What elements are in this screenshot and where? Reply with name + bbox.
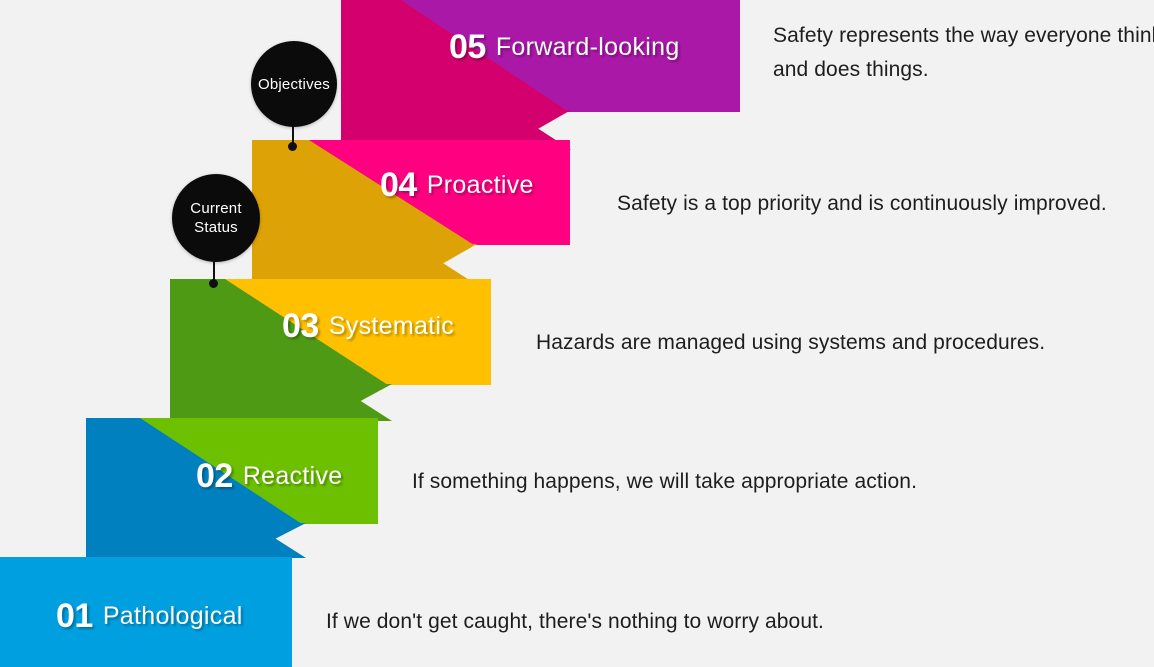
step-04-spill <box>252 244 477 284</box>
badge-objectives[interactable]: Objectives <box>251 41 337 127</box>
step-04-diagonal <box>252 140 474 245</box>
objectives-stem <box>292 118 294 146</box>
step-03-spill <box>170 384 392 422</box>
step-04-description: Safety is a top priority and is continuo… <box>617 192 1107 215</box>
step-01[interactable]: 01 Pathological <box>0 557 300 667</box>
step-02-diagonal <box>86 418 302 524</box>
step-01-shape <box>0 557 292 667</box>
current-status-stem <box>213 252 215 282</box>
badge-current-status-label: Current Status <box>190 200 242 236</box>
step-03-description: Hazards are managed using systems and pr… <box>536 331 1046 354</box>
step-02-description: If something happens, we will take appro… <box>412 470 918 493</box>
step-01-band <box>0 557 292 667</box>
step-03-diagonal <box>170 279 388 385</box>
step-05-diagonal <box>341 0 569 112</box>
step-02-spill <box>86 523 306 559</box>
step-01-description: If we don't get caught, there's nothing … <box>326 610 824 633</box>
objectives-dot <box>288 142 297 151</box>
badge-current-status[interactable]: Current Status <box>172 174 260 262</box>
step-05-description: Safety represents the way everyone think… <box>773 24 1154 81</box>
current-status-dot <box>209 279 218 288</box>
badge-objectives-label: Objectives <box>257 75 331 93</box>
